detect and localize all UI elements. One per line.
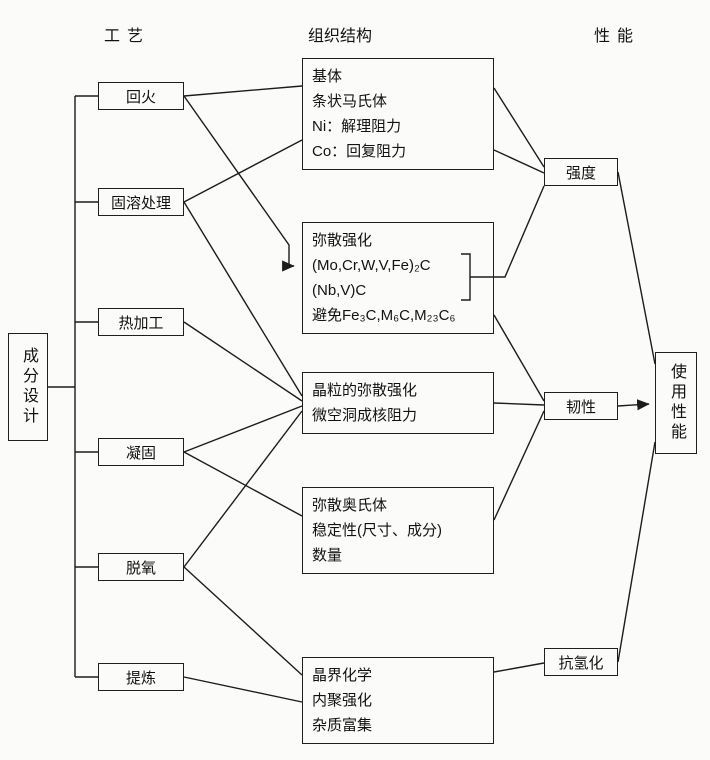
process-box-hot-working: 热加工 xyxy=(98,308,184,336)
line-strength-service xyxy=(618,172,655,364)
line-boundary-hydrogen xyxy=(494,663,544,672)
line-toughness-service-arrow xyxy=(618,399,650,411)
structure-box-dispersed-austenite: 弥散奥氏体 稳定性(尺寸、成分) 数量 xyxy=(302,487,494,574)
composition-design-box: 成分设计 xyxy=(8,333,48,441)
structure-line: 基体 xyxy=(312,68,343,85)
line-grain-dispersion-toughness xyxy=(494,403,544,405)
structure-line: 弥散强化 xyxy=(312,232,373,249)
property-box-toughness: 韧性 xyxy=(544,392,618,420)
line-hot-working-grain-dispersion xyxy=(184,322,302,401)
structure-line: Co：回复阻力 xyxy=(312,143,407,160)
structure-line: Ni：解理阻力 xyxy=(312,118,402,135)
line-matrix-strength-a xyxy=(494,88,544,167)
line-avoid-carbides-toughness xyxy=(494,315,544,401)
process-box-solidification: 凝固 xyxy=(98,438,184,466)
structure-line: 内聚强化 xyxy=(312,692,373,709)
structure-box-grain-boundary-chemistry: 晶界化学 内聚强化 杂质富集 xyxy=(302,657,494,744)
line-hydrogen-service xyxy=(618,442,655,662)
line-matrix-strength-b xyxy=(494,150,544,173)
line-solution-grain-dispersion xyxy=(184,202,302,396)
column-header-structure: 组织结构 xyxy=(308,28,373,45)
process-box-tempering: 回火 xyxy=(98,82,184,110)
line-refining-boundary xyxy=(184,677,302,702)
structure-line: 晶界化学 xyxy=(312,667,373,684)
line-austenite-toughness xyxy=(494,411,544,520)
structure-box-dispersion-strengthening: 弥散强化 (Mo,Cr,W,V,Fe)₂C (Nb,V)C 避免Fe₃C,M₆C… xyxy=(302,222,494,334)
process-box-solution-treatment: 固溶处理 xyxy=(98,188,184,216)
process-box-deoxidation: 脱氧 xyxy=(98,553,184,581)
line-tempering-dispersion-arrow xyxy=(184,96,295,272)
line-deoxidation-grain-dispersion xyxy=(184,411,302,567)
property-box-hydrogen-resistance: 抗氢化 xyxy=(544,648,618,676)
structure-line: (Mo,Cr,W,V,Fe)₂C xyxy=(312,257,431,274)
structure-line: 杂质富集 xyxy=(312,717,373,734)
line-solidification-grain-dispersion xyxy=(184,406,302,452)
process-box-refining: 提炼 xyxy=(98,663,184,691)
column-header-properties: 性能 xyxy=(594,28,641,45)
structure-line: 避免Fe₃C,M₆C,M₂₃C₆ xyxy=(312,307,456,324)
line-deoxidation-boundary xyxy=(184,567,302,675)
line-solidification-austenite xyxy=(184,452,302,516)
property-box-strength: 强度 xyxy=(544,158,618,186)
structure-line: (Nb,V)C xyxy=(312,282,367,299)
line-solution-matrix xyxy=(184,140,302,202)
structure-line: 稳定性(尺寸、成分) xyxy=(312,522,442,539)
line-tempering-matrix xyxy=(184,86,302,96)
structure-line: 条状马氏体 xyxy=(312,93,388,110)
structure-box-grain-dispersion: 晶粒的弥散强化 微空洞成核阻力 xyxy=(302,372,494,434)
structure-line: 微空洞成核阻力 xyxy=(312,407,418,424)
structure-line: 数量 xyxy=(312,547,343,564)
structure-box-matrix: 基体 条状马氏体 Ni：解理阻力 Co：回复阻力 xyxy=(302,58,494,170)
structure-line: 晶粒的弥散强化 xyxy=(312,382,418,399)
service-performance-box: 使用性能 xyxy=(655,352,697,454)
column-header-process: 工艺 xyxy=(104,28,151,45)
structure-line: 弥散奥氏体 xyxy=(312,497,388,514)
